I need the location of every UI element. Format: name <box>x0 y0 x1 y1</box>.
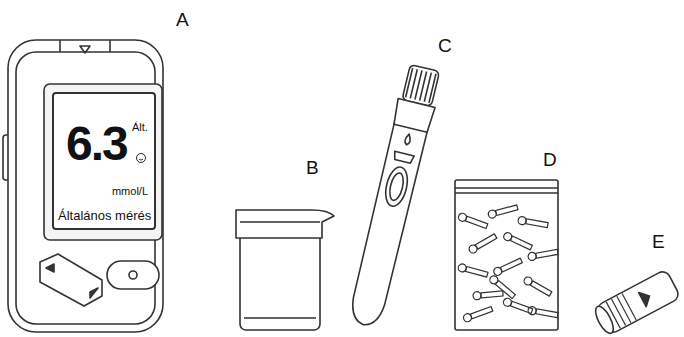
vial-body <box>240 232 320 330</box>
lancet-ring <box>502 231 513 242</box>
lancet-stem <box>536 309 559 318</box>
lancet <box>517 216 548 229</box>
vial-lines <box>240 222 320 318</box>
lancet-ring <box>473 291 482 300</box>
cap-end <box>592 304 617 336</box>
unit-text: mmol/L <box>112 186 148 197</box>
lancet <box>527 306 558 319</box>
smiley-icon <box>135 152 147 164</box>
lancet-stem <box>530 281 552 296</box>
lancet-stem <box>495 281 515 299</box>
lancet-stem <box>470 306 492 318</box>
lancet <box>527 248 558 261</box>
lancet-stem <box>536 249 559 258</box>
lancet-stem <box>495 205 518 216</box>
lancet <box>468 233 498 255</box>
bag <box>455 180 558 330</box>
mode-abbrev: Ált. <box>132 122 148 133</box>
meter-tab <box>60 40 110 52</box>
lancer-body <box>347 122 428 328</box>
lancer-collar <box>392 99 435 133</box>
meter-screen: 6.3 Ált. mmol/L Általános mérés <box>52 92 156 230</box>
strip-port-mark <box>80 46 90 53</box>
lancet-stem <box>526 219 549 228</box>
lancet <box>462 305 493 323</box>
lancet-ring <box>523 276 534 287</box>
drop-icon <box>404 134 411 146</box>
ok-dot <box>129 271 137 279</box>
lancet-stem <box>475 234 497 249</box>
cap-groove <box>612 299 626 325</box>
smiley-mouth <box>139 159 143 161</box>
part-letter: C <box>438 36 452 55</box>
lancet <box>457 263 488 278</box>
release-button-inner <box>387 172 405 202</box>
cap-groove <box>617 296 631 322</box>
part-letter: E <box>652 232 665 251</box>
lancet <box>502 231 533 251</box>
lancet <box>492 257 523 277</box>
ok-button <box>107 261 159 289</box>
lancet <box>457 212 488 230</box>
arrow-left <box>46 264 54 272</box>
lancet-cap <box>592 269 681 337</box>
part-letter: B <box>306 158 319 177</box>
test-strip-vial <box>236 210 334 330</box>
lancing-device <box>345 64 444 330</box>
cap-groove <box>606 302 620 328</box>
arrow-buttons <box>40 254 102 306</box>
lancet <box>488 274 516 299</box>
lancet-bag <box>455 180 558 330</box>
smiley-face <box>136 154 145 163</box>
cap-groove <box>622 293 636 319</box>
lancet-stem <box>510 236 532 250</box>
lancet <box>487 203 518 218</box>
reading-value: 6.3 <box>66 120 127 168</box>
lancet-stem <box>465 267 488 278</box>
arrow-right <box>90 288 98 298</box>
lancet-ring <box>488 274 499 285</box>
lancet-ring <box>492 266 503 277</box>
release-slot <box>393 151 414 163</box>
part-letter: A <box>176 10 189 29</box>
cap-mark <box>639 289 654 307</box>
lancet <box>523 276 553 298</box>
lancet-stem <box>481 291 503 298</box>
mode-text: Általános mérés <box>58 209 151 222</box>
bag-seal <box>455 188 558 193</box>
release-button <box>382 165 411 209</box>
lancet-stem <box>500 258 522 272</box>
lancet <box>473 289 504 300</box>
lancet-stem <box>465 216 487 228</box>
screen-frame <box>44 84 162 240</box>
vial-cap <box>236 210 334 238</box>
part-letter: D <box>543 150 557 169</box>
lancet-ring <box>468 244 479 255</box>
grip-ridge <box>429 74 436 103</box>
meter-body <box>3 40 163 332</box>
meter-housing <box>8 40 163 332</box>
